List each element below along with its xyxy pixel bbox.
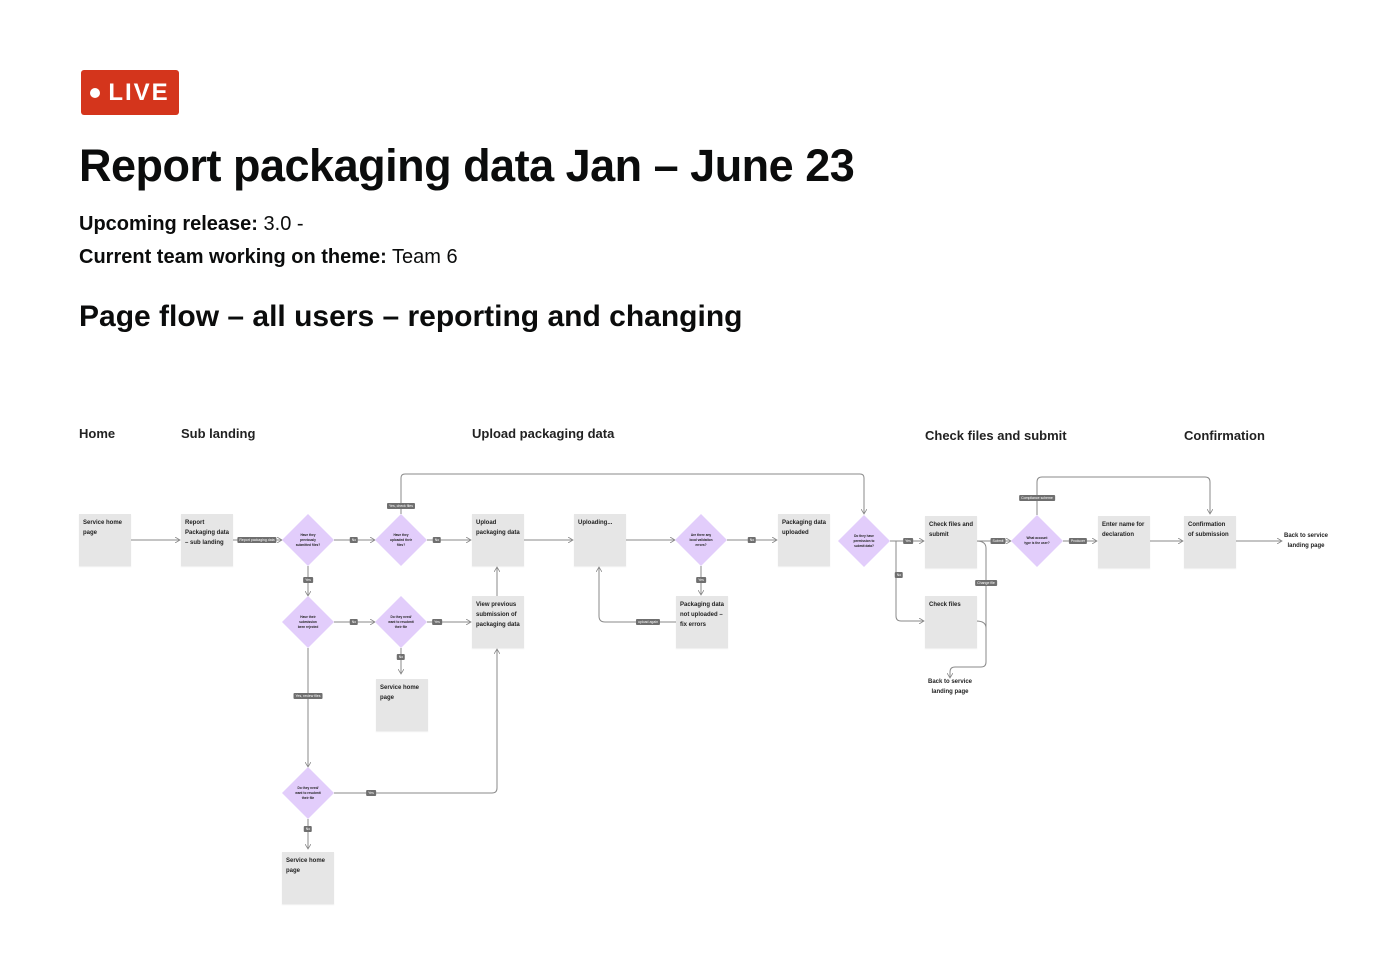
live-dot-icon [90, 87, 101, 98]
upcoming-release: Upcoming release: 3.0 - [79, 213, 304, 236]
back-to-landing: Back to service landing page [927, 679, 973, 695]
page-not-uploaded: Packaging data not uploaded – fix errors [676, 596, 728, 648]
current-team: Current team working on theme: Team 6 [79, 246, 458, 269]
edge-label: upload again [635, 619, 661, 625]
edge-label: Yes, review files [293, 693, 323, 699]
page-declaration: Enter name for declaration [1098, 516, 1150, 568]
column-home: Home [79, 426, 116, 441]
edge-label: Producer [1068, 538, 1088, 544]
upcoming-label: Upcoming release: [79, 213, 258, 235]
upcoming-value: 3.0 - [257, 213, 304, 235]
page-service-home: Service home page [79, 514, 131, 566]
page-data-uploaded: Packaging data uploaded [778, 514, 830, 566]
edge-label: No [349, 619, 359, 625]
page-confirmation: Confirmation of submission [1184, 516, 1236, 568]
page-check-submit: Check files and submit [925, 516, 977, 568]
page-service-home: Service home page [376, 679, 428, 731]
column-upload: Upload packaging data [472, 426, 615, 441]
edge-label: Change file [975, 580, 997, 586]
page-view-previous: View previous submission of packaging da… [472, 596, 524, 648]
column-confirmation: Confirmation [1184, 428, 1265, 443]
edge-label: No [349, 537, 359, 543]
column-check-submit: Check files and submit [925, 428, 1067, 443]
edge-label: No [747, 537, 757, 543]
back-to-landing: Back to service landing page [1283, 533, 1329, 549]
edge-label: Yes [903, 538, 913, 544]
page-report-sub-landing: Report Packaging data – sub landing [181, 514, 233, 566]
edge-label: No [396, 654, 406, 660]
live-badge: LIVE [81, 70, 179, 115]
edge-label: Submit [990, 538, 1006, 544]
edge-label: Yes, check files [387, 503, 415, 509]
edge-label: Report packaging data [237, 537, 277, 543]
edge-label: No [894, 572, 904, 578]
section-title: Page flow – all users – reporting and ch… [79, 300, 743, 333]
page-uploading: Uploading... [574, 514, 626, 566]
edge-label: Yes [366, 790, 376, 796]
column-sub-landing: Sub landing [181, 426, 256, 441]
page-check-files: Check files [925, 596, 977, 648]
edge-label: No [432, 537, 442, 543]
team-value: Team 6 [386, 246, 458, 268]
edge-label: Yes [432, 619, 442, 625]
edge-label: Compliance scheme [1019, 495, 1055, 501]
team-label: Current team working on theme: [79, 246, 387, 268]
edge-label: No [303, 826, 313, 832]
badge-text: LIVE [108, 78, 170, 106]
edge-label: Yes [303, 577, 313, 583]
page-title: Report packaging data Jan – June 23 [79, 140, 855, 191]
edge-label: Yes [696, 577, 706, 583]
page-service-home: Service home page [282, 852, 334, 904]
page-upload-packaging: Upload packaging data [472, 514, 524, 566]
